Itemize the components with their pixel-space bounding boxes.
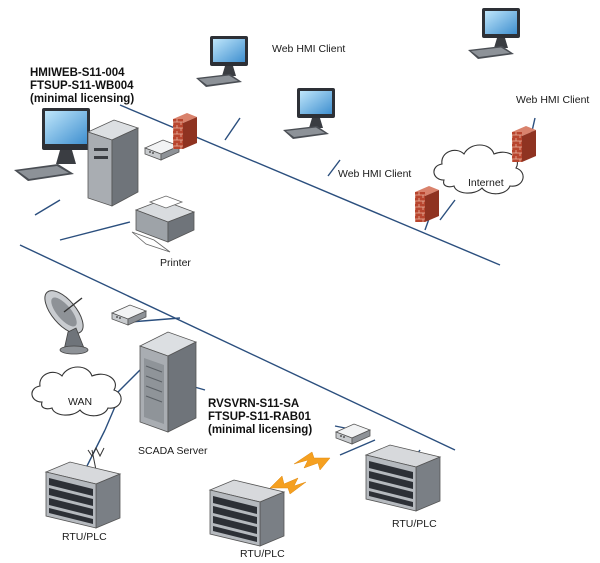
rtu-plc-1-icon — [45, 461, 121, 529]
internet-label: Internet — [468, 177, 504, 189]
firewall-icon-3 — [512, 126, 536, 162]
scada-server-note: (minimal licensing) — [208, 424, 312, 436]
wireless-signal-arrows — [269, 451, 331, 495]
web-hmi-client-3-icon — [468, 8, 520, 59]
hmi-server-license: FTSUP-S11-WB004 — [30, 80, 134, 92]
rtu-plc-3-icon — [365, 444, 441, 512]
lower-bus — [19, 244, 456, 451]
web-hmi-client-2-label: Web HMI Client — [338, 168, 411, 180]
rtu-plc-1-label: RTU/PLC — [62, 531, 107, 543]
scada-server-license: FTSUP-S11-RAB01 — [208, 411, 311, 423]
rtu-plc-3-label: RTU/PLC — [392, 518, 437, 530]
web-hmi-client-1-label: Web HMI Client — [272, 43, 345, 55]
hmi-server-note: (minimal licensing) — [30, 93, 134, 105]
rtu-plc-2-icon — [209, 479, 285, 547]
wan-label: WAN — [68, 396, 92, 408]
web-hmi-client-1-icon — [196, 36, 248, 87]
hmi-server-name: HMIWEB-S11-004 — [30, 67, 125, 79]
scada-server-label: SCADA Server — [138, 445, 208, 457]
scada-server-name: RVSVRN-S11-SA — [208, 398, 299, 410]
web-hmi-client-3-label: Web HMI Client — [516, 94, 589, 106]
scada-server-icon — [138, 331, 198, 433]
hmi-server-tower — [86, 119, 140, 207]
firewall-icon-2 — [415, 186, 439, 222]
radio-modem-icon-1 — [111, 304, 147, 326]
hmi-server-monitor — [14, 108, 90, 181]
printer-icon — [131, 195, 196, 253]
web-hmi-client-2-icon — [283, 88, 335, 139]
firewall-icon-1 — [173, 113, 197, 149]
rtu-plc-2-label: RTU/PLC — [240, 548, 285, 560]
satellite-dish-icon — [44, 290, 89, 355]
wan-cloud-icon — [31, 366, 122, 417]
printer-label: Printer — [160, 257, 191, 269]
